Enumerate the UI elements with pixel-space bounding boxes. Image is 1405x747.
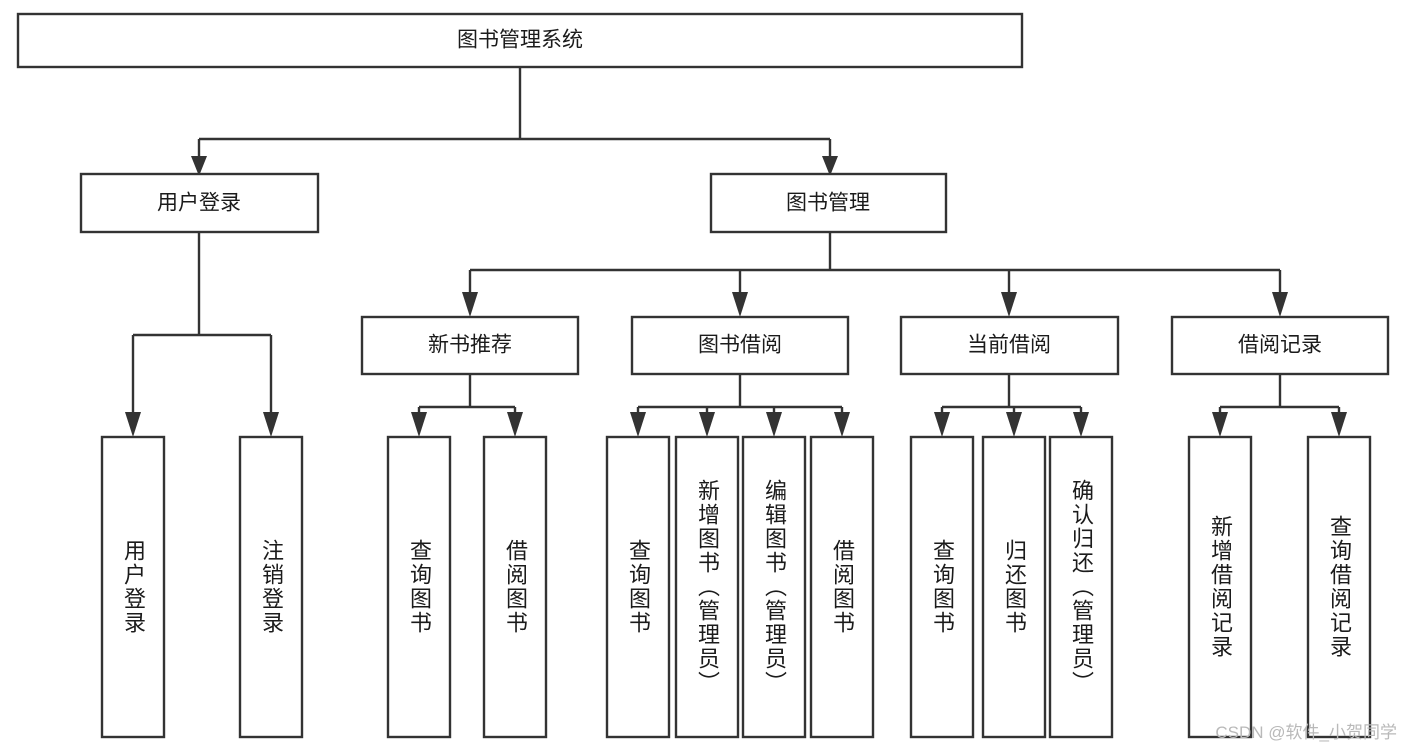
leaf-edit-book-box[interactable] [741,435,807,739]
node-borrow-records-box[interactable] [1170,315,1390,376]
arrowhead-leaf-query-book-3 [934,412,950,437]
leaf-add-record-box[interactable] [1187,435,1253,739]
leaf-add-book-box[interactable] [674,435,740,739]
node-book-borrow-box[interactable] [630,315,850,376]
arrowhead-leaf-logout [263,412,279,437]
arrowhead-leaf-borrow-book-2 [834,412,850,437]
arrowhead-new-book-recommend [462,292,478,317]
csdn-watermark: CSDN @软件_小贺同学 [1215,723,1397,742]
arrowhead-leaf-edit-book [766,412,782,437]
arrowhead-book-borrow [732,292,748,317]
node-root-box[interactable] [16,12,1024,69]
node-new-book-recommend-label: 新书推荐 [428,334,512,357]
leaf-logout-box[interactable] [238,435,304,739]
arrowhead-leaf-query-book-2 [630,412,646,437]
node-new-book-recommend-box[interactable] [360,315,580,376]
node-root-label: 图书管理系统 [457,29,583,52]
arrowhead-leaf-return-book [1006,412,1022,437]
arrowhead-leaf-add-record [1212,412,1228,437]
node-borrow-records-label: 借阅记录 [1238,334,1322,357]
arrowhead-user-login [191,156,207,176]
node-current-borrow-box[interactable] [899,315,1120,376]
leaf-borrow-book-1-box[interactable] [482,435,548,739]
leaf-user-login-box[interactable] [100,435,166,739]
node-user-login-label: 用户登录 [157,192,241,215]
leaf-query-book-2-box[interactable] [605,435,671,739]
arrowhead-borrow-records [1272,292,1288,317]
node-box-layer [16,12,1390,739]
arrowhead-leaf-user-login [125,412,141,437]
leaf-confirm-return-box[interactable] [1048,435,1114,739]
leaf-return-book-box[interactable] [981,435,1047,739]
arrowhead-leaf-query-record [1331,412,1347,437]
arrowhead-book-management [822,156,838,176]
arrowhead-leaf-confirm-return [1073,412,1089,437]
leaf-query-book-1-box[interactable] [386,435,452,739]
node-current-borrow-label: 当前借阅 [967,334,1051,357]
arrowhead-current-borrow [1001,292,1017,317]
arrowhead-leaf-query-book-1 [411,412,427,437]
leaf-query-record-box[interactable] [1306,435,1372,739]
horizontal-label-layer: 图书管理系统 用户登录 图书管理 新书推荐 图书借阅 当前借阅 借阅记录 [157,29,1322,357]
leaf-query-book-3-box[interactable] [909,435,975,739]
node-book-management-box[interactable] [709,172,948,234]
node-book-borrow-label: 图书借阅 [698,334,782,357]
connector-layer [125,67,1347,437]
node-book-management-label: 图书管理 [786,192,870,215]
arrowhead-leaf-borrow-book-1 [507,412,523,437]
leaf-borrow-book-2-box[interactable] [809,435,875,739]
node-user-login-box[interactable] [79,172,320,234]
arrowhead-leaf-add-book [699,412,715,437]
